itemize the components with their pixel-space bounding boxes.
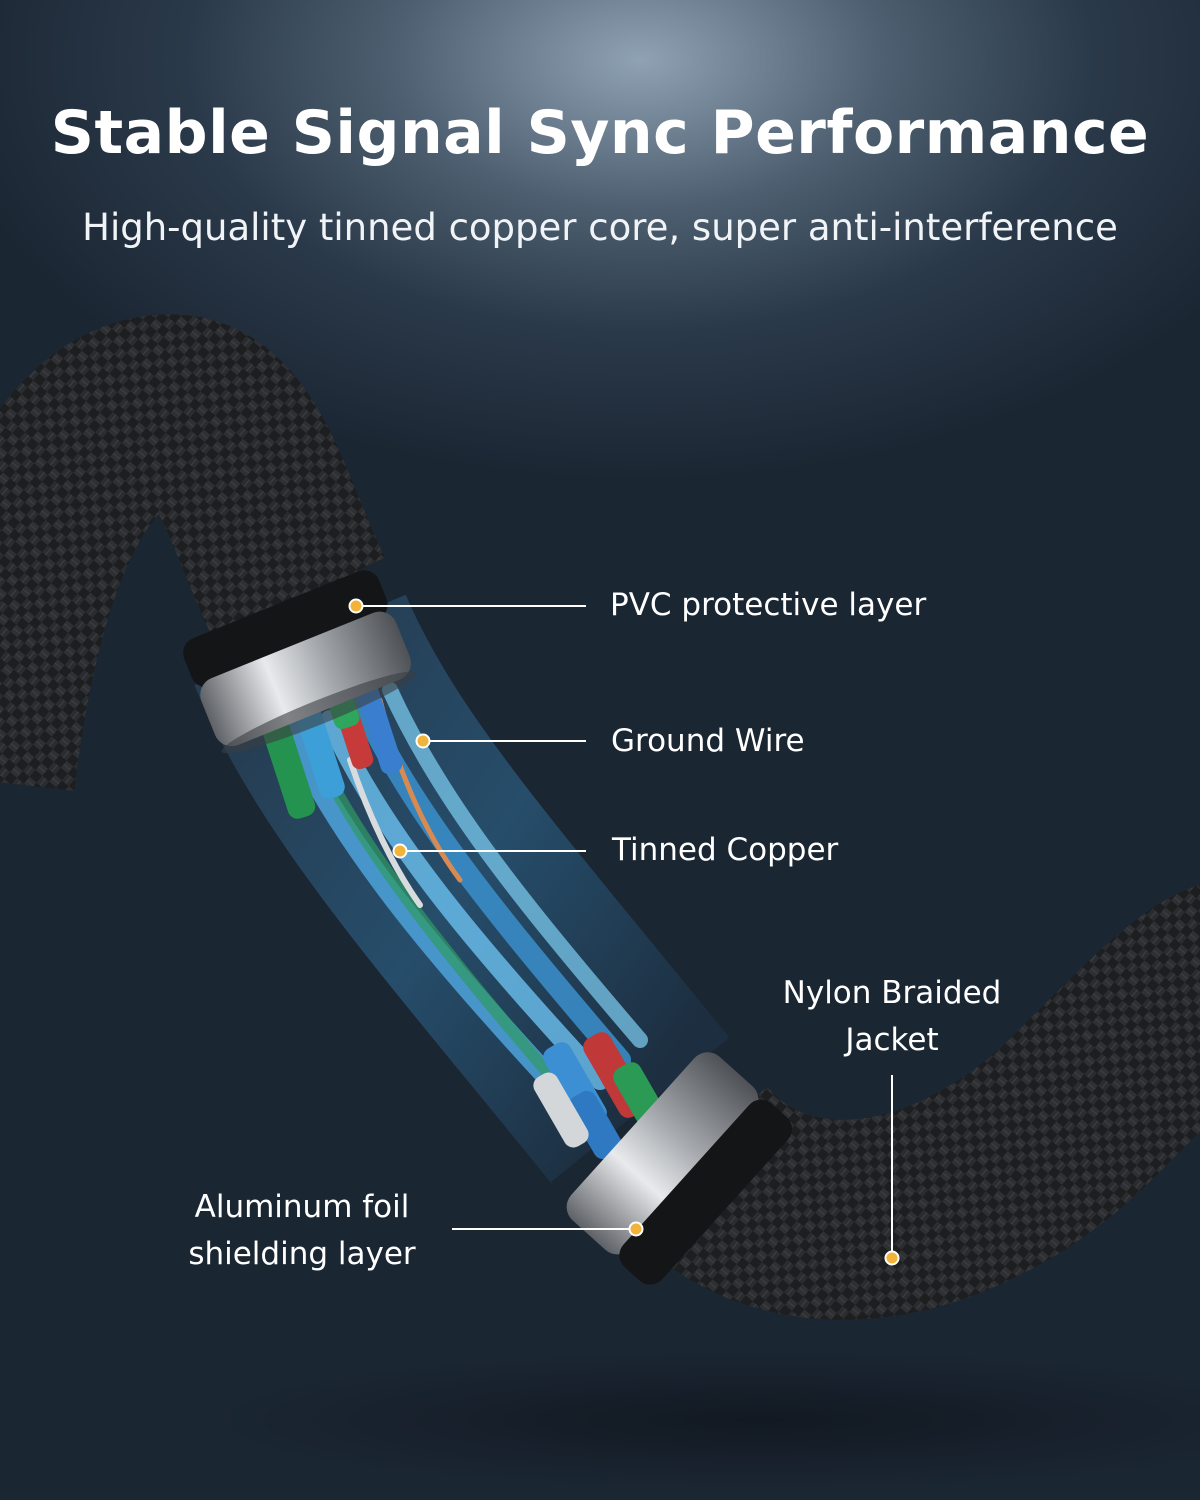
label-nylon-braided-jacket: Nylon Braided Jacket <box>742 970 1042 1064</box>
label-ground-wire: Ground Wire <box>611 723 805 759</box>
pvc-dot-marker <box>348 598 364 614</box>
label-aluminum-foil-shielding: Aluminum foil shielding layer <box>152 1184 452 1278</box>
top-ring <box>183 570 417 754</box>
page-subtitle: High-quality tinned copper core, super a… <box>82 206 1118 249</box>
label-foil-line-2: shielding layer <box>188 1236 416 1272</box>
label-tinned-copper: Tinned Copper <box>612 832 839 868</box>
callout-dots <box>348 598 900 1266</box>
label-nylon-line-2: Jacket <box>845 1022 939 1058</box>
braided-cable-left <box>0 314 386 792</box>
label-nylon-line-1: Nylon Braided <box>782 975 1002 1011</box>
foil-dot-marker <box>628 1221 644 1237</box>
braided-cable-right <box>612 885 1200 1320</box>
copper-dot-marker <box>392 843 408 859</box>
label-foil-line-1: Aluminum foil <box>194 1189 410 1225</box>
bottom-ring <box>566 1052 793 1285</box>
ground-dot-marker <box>415 733 431 749</box>
page-title: Stable Signal Sync Performance <box>50 98 1150 168</box>
label-pvc-protective-layer: PVC protective layer <box>610 587 927 623</box>
floor-shadow <box>200 1350 1200 1490</box>
leader-lines <box>356 605 893 1258</box>
nylon-dot-marker <box>884 1250 900 1266</box>
